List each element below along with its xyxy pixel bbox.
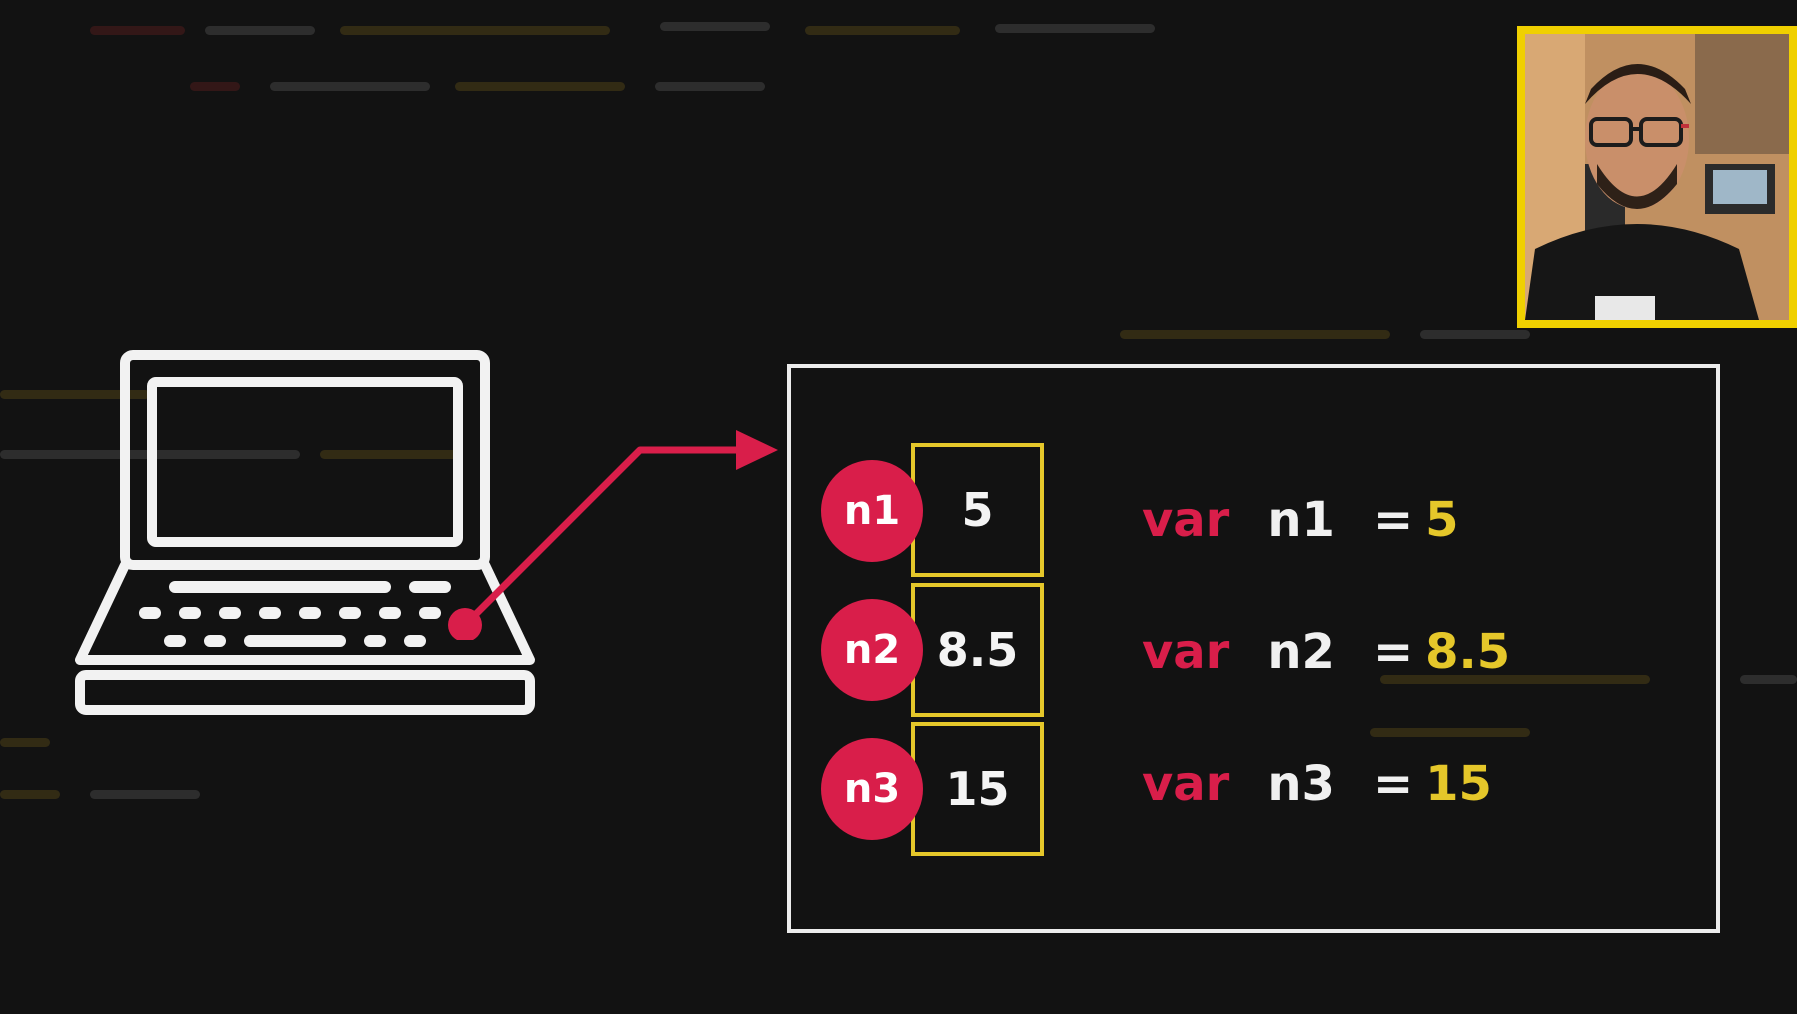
presenter-webcam xyxy=(1517,26,1797,328)
code-line-n3: var n3 = 15 xyxy=(1142,754,1492,814)
memory-cell-n3: 15 xyxy=(911,722,1044,856)
keyword: var xyxy=(1142,624,1230,680)
variable-name: n2 xyxy=(1267,624,1335,680)
memory-cell-n2: 8.5 xyxy=(911,583,1044,717)
variable-badge-n3: n3 xyxy=(821,738,923,840)
equals-sign: = xyxy=(1372,756,1414,812)
keyword: var xyxy=(1142,756,1230,812)
arrow-icon xyxy=(448,430,778,640)
variable-badge-n2: n2 xyxy=(821,599,923,701)
memory-box xyxy=(787,364,1720,933)
variable-badge-n1: n1 xyxy=(821,460,923,562)
presenter-image xyxy=(1525,34,1789,320)
laptop-icon xyxy=(75,350,535,715)
literal-value: 15 xyxy=(1425,756,1492,812)
memory-cell-n1: 5 xyxy=(911,443,1044,577)
code-line-n2: var n2 = 8.5 xyxy=(1142,622,1510,682)
cell-value: 5 xyxy=(961,483,994,537)
variable-name: n3 xyxy=(1267,756,1335,812)
variable-name: n1 xyxy=(1267,492,1335,548)
badge-label: n3 xyxy=(843,766,901,812)
literal-value: 5 xyxy=(1425,492,1459,548)
equals-sign: = xyxy=(1372,624,1414,680)
cell-value: 15 xyxy=(945,762,1010,816)
equals-sign: = xyxy=(1372,492,1414,548)
cell-value: 8.5 xyxy=(936,623,1019,677)
code-line-n1: var n1 = 5 xyxy=(1142,490,1459,550)
literal-value: 8.5 xyxy=(1425,624,1511,680)
badge-label: n2 xyxy=(843,627,901,673)
badge-label: n1 xyxy=(843,488,901,534)
keyword: var xyxy=(1142,492,1230,548)
